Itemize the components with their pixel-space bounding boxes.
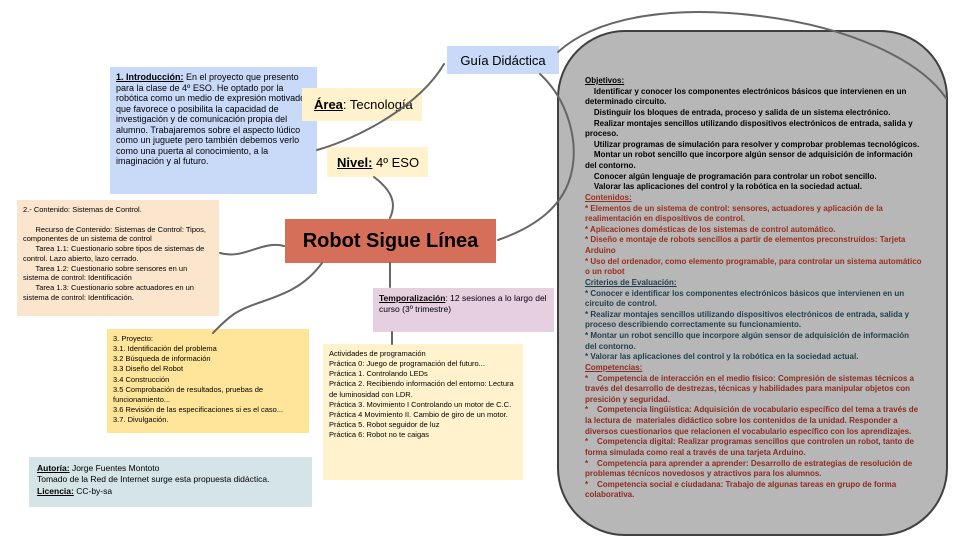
panel-section: Contenidos:* Elementos de un sistema de … [585, 193, 922, 278]
panel-section-line: Conocer algún lenguaje de programación p… [585, 171, 877, 181]
node-autoria: Autoría: Jorge Fuentes Montoto Tomado de… [29, 457, 312, 507]
panel-section-line: * Valorar las aplicaciones del control y… [585, 352, 859, 362]
text-line: 3.4 Construcción [113, 374, 170, 384]
text-line [23, 215, 213, 225]
panel-section-line: Distinguir los bloques de entrada, proce… [585, 107, 891, 117]
panel-section-line: Montar un robot sencillo que incorpore a… [585, 150, 915, 170]
introduccion-heading: 1. Introducción: [116, 72, 184, 82]
node-area: Área: Tecnología [302, 88, 422, 121]
temporalizacion-label: Temporalización [379, 293, 446, 303]
text-line: 3.3 Diseño del Robot [113, 364, 184, 374]
text-line: 3.6 Revisión de las especificaciones si … [113, 404, 284, 414]
text-line: Práctica 2. Recibiendo información del e… [329, 379, 516, 399]
autoria-source-line: Tomado de la Red de Internet surge esta … [37, 474, 270, 485]
text-line: Práctica 3. Movimiento I Controlando un … [329, 399, 512, 409]
guia-didactica-label: Guía Didáctica [460, 52, 546, 68]
connector-robot-to-proyecto [212, 262, 323, 334]
text-line: Actividades de programación [329, 349, 426, 358]
text-line: Práctica 1. Controlando LEDs [329, 369, 428, 379]
panel-section-line: * Realizar montajes sencillos utilizando… [585, 309, 912, 330]
text-line: 3.2 Búsqueda de información [113, 354, 211, 364]
text-line: 2.- Contenido: Sistemas de Control. [23, 205, 142, 214]
panel-section: Criterios de Evaluación:* Conocer e iden… [585, 278, 922, 363]
panel-sections: Objetivos: Identificar y conocer los com… [585, 76, 922, 501]
text-line: 3.7. Divulgación. [113, 415, 169, 424]
node-contenido-sistemas-control: 2.- Contenido: Sistemas de Control. Recu… [17, 200, 219, 316]
panel-section: Competencias:* Competencia de interacció… [585, 363, 922, 501]
text-line: Práctica 4 Movimiento II. Cambio de giro… [329, 409, 508, 419]
text-line: 3.1. Identificación del problema [113, 344, 217, 354]
panel-section-line: * Competencia para aprender a aprender: … [585, 458, 915, 479]
licencia-line: Licencia: CC-by-sa [37, 485, 113, 496]
text-line: 3.5 Comprobación de resultados, pruebas … [113, 384, 266, 404]
panel-section-line: * Competencia social e ciudadana: Trabaj… [585, 479, 899, 500]
node-guia-didactica: Guía Didáctica [447, 46, 559, 74]
panel-section-line: * Competencia digital: Realizar programa… [585, 437, 917, 457]
connector-contenido-to-robot [219, 243, 285, 256]
panel-section-heading: Competencias: [585, 362, 643, 372]
text-line: 3. Proyecto: [113, 334, 154, 343]
introduccion-body: En el proyecto que presento para la clas… [116, 72, 309, 167]
panel-section-line: * Uso del ordenador, como elemento progr… [585, 256, 924, 277]
node-proyecto: 3. Proyecto:3.1. Identificación del prob… [107, 329, 309, 433]
panel-section-line: * Competencia de interacción en el medio… [585, 373, 917, 404]
connector-nivel-to-robot [373, 176, 394, 219]
temporalizacion-value: : 12 sesiones a lo largo del curso (3º t… [379, 293, 547, 315]
area-value: : Tecnología [342, 97, 413, 112]
node-temporalizacion: Temporalización: 12 sesiones a lo largo … [373, 288, 554, 332]
panel-section-line: * Competencia lingüística: Adquisición d… [585, 405, 921, 436]
text-line: Práctica 5. Robot seguidor de luz [329, 419, 440, 429]
panel-section-heading: Contenidos: [585, 192, 632, 202]
panel-section-line: Valorar las aplicaciones del control y l… [585, 182, 862, 192]
panel-section-line: * Montar un robot sencillo que incorpore… [585, 331, 912, 351]
panel-section-heading: Criterios de Evaluación: [585, 277, 677, 287]
panel-section-heading: Objetivos: [585, 76, 625, 85]
text-line: Práctica 0: Juego de programación del fu… [329, 359, 485, 369]
text-line: Tarea 1.3: Cuestionario sobre actuadores… [23, 283, 197, 302]
panel-section-line: Realizar montajes sencillos utilizando d… [585, 118, 915, 139]
panel-section-line: * Elementos de un sistema de control: se… [585, 203, 886, 224]
panel-section-line: * Aplicaciones domésticas de los sistema… [585, 224, 836, 234]
area-label: Área [314, 97, 343, 112]
node-introduccion: 1. Introducción: En el proyecto que pres… [110, 67, 317, 194]
node-robot-sigue-linea: Robot Sigue Línea [285, 219, 496, 263]
panel-section: Objetivos: Identificar y conocer los com… [585, 76, 922, 193]
nivel-value: 4º ESO [372, 154, 420, 170]
text-line: Práctica 6: Robot no te caigas [329, 430, 430, 439]
node-nivel: Nivel: 4º ESO [327, 147, 428, 177]
autoria-line: Autoría: Jorge Fuentes Montoto [37, 463, 160, 473]
panel-section-line: Utilizar programas de simulación para re… [585, 139, 920, 149]
nivel-label: Nivel: [337, 154, 373, 170]
text-line: Tarea 1.1: Cuestionario sobre tipos de s… [23, 244, 207, 263]
text-line: Recurso de Contenido: Sistemas de Contro… [23, 224, 209, 244]
panel-section-line: Identificar y conocer los componentes el… [585, 86, 909, 107]
robot-sigue-linea-label: Robot Sigue Línea [302, 229, 479, 252]
text-line: Tarea 1.2: Cuestionario sobre sensores e… [23, 263, 190, 283]
panel-section-line: * Conocer e identificar los componentes … [585, 288, 907, 309]
panel-section-line: * Diseño e montaje de robots sencillos a… [585, 235, 908, 255]
didactic-guide-panel: Objetivos: Identificar y conocer los com… [557, 30, 948, 536]
